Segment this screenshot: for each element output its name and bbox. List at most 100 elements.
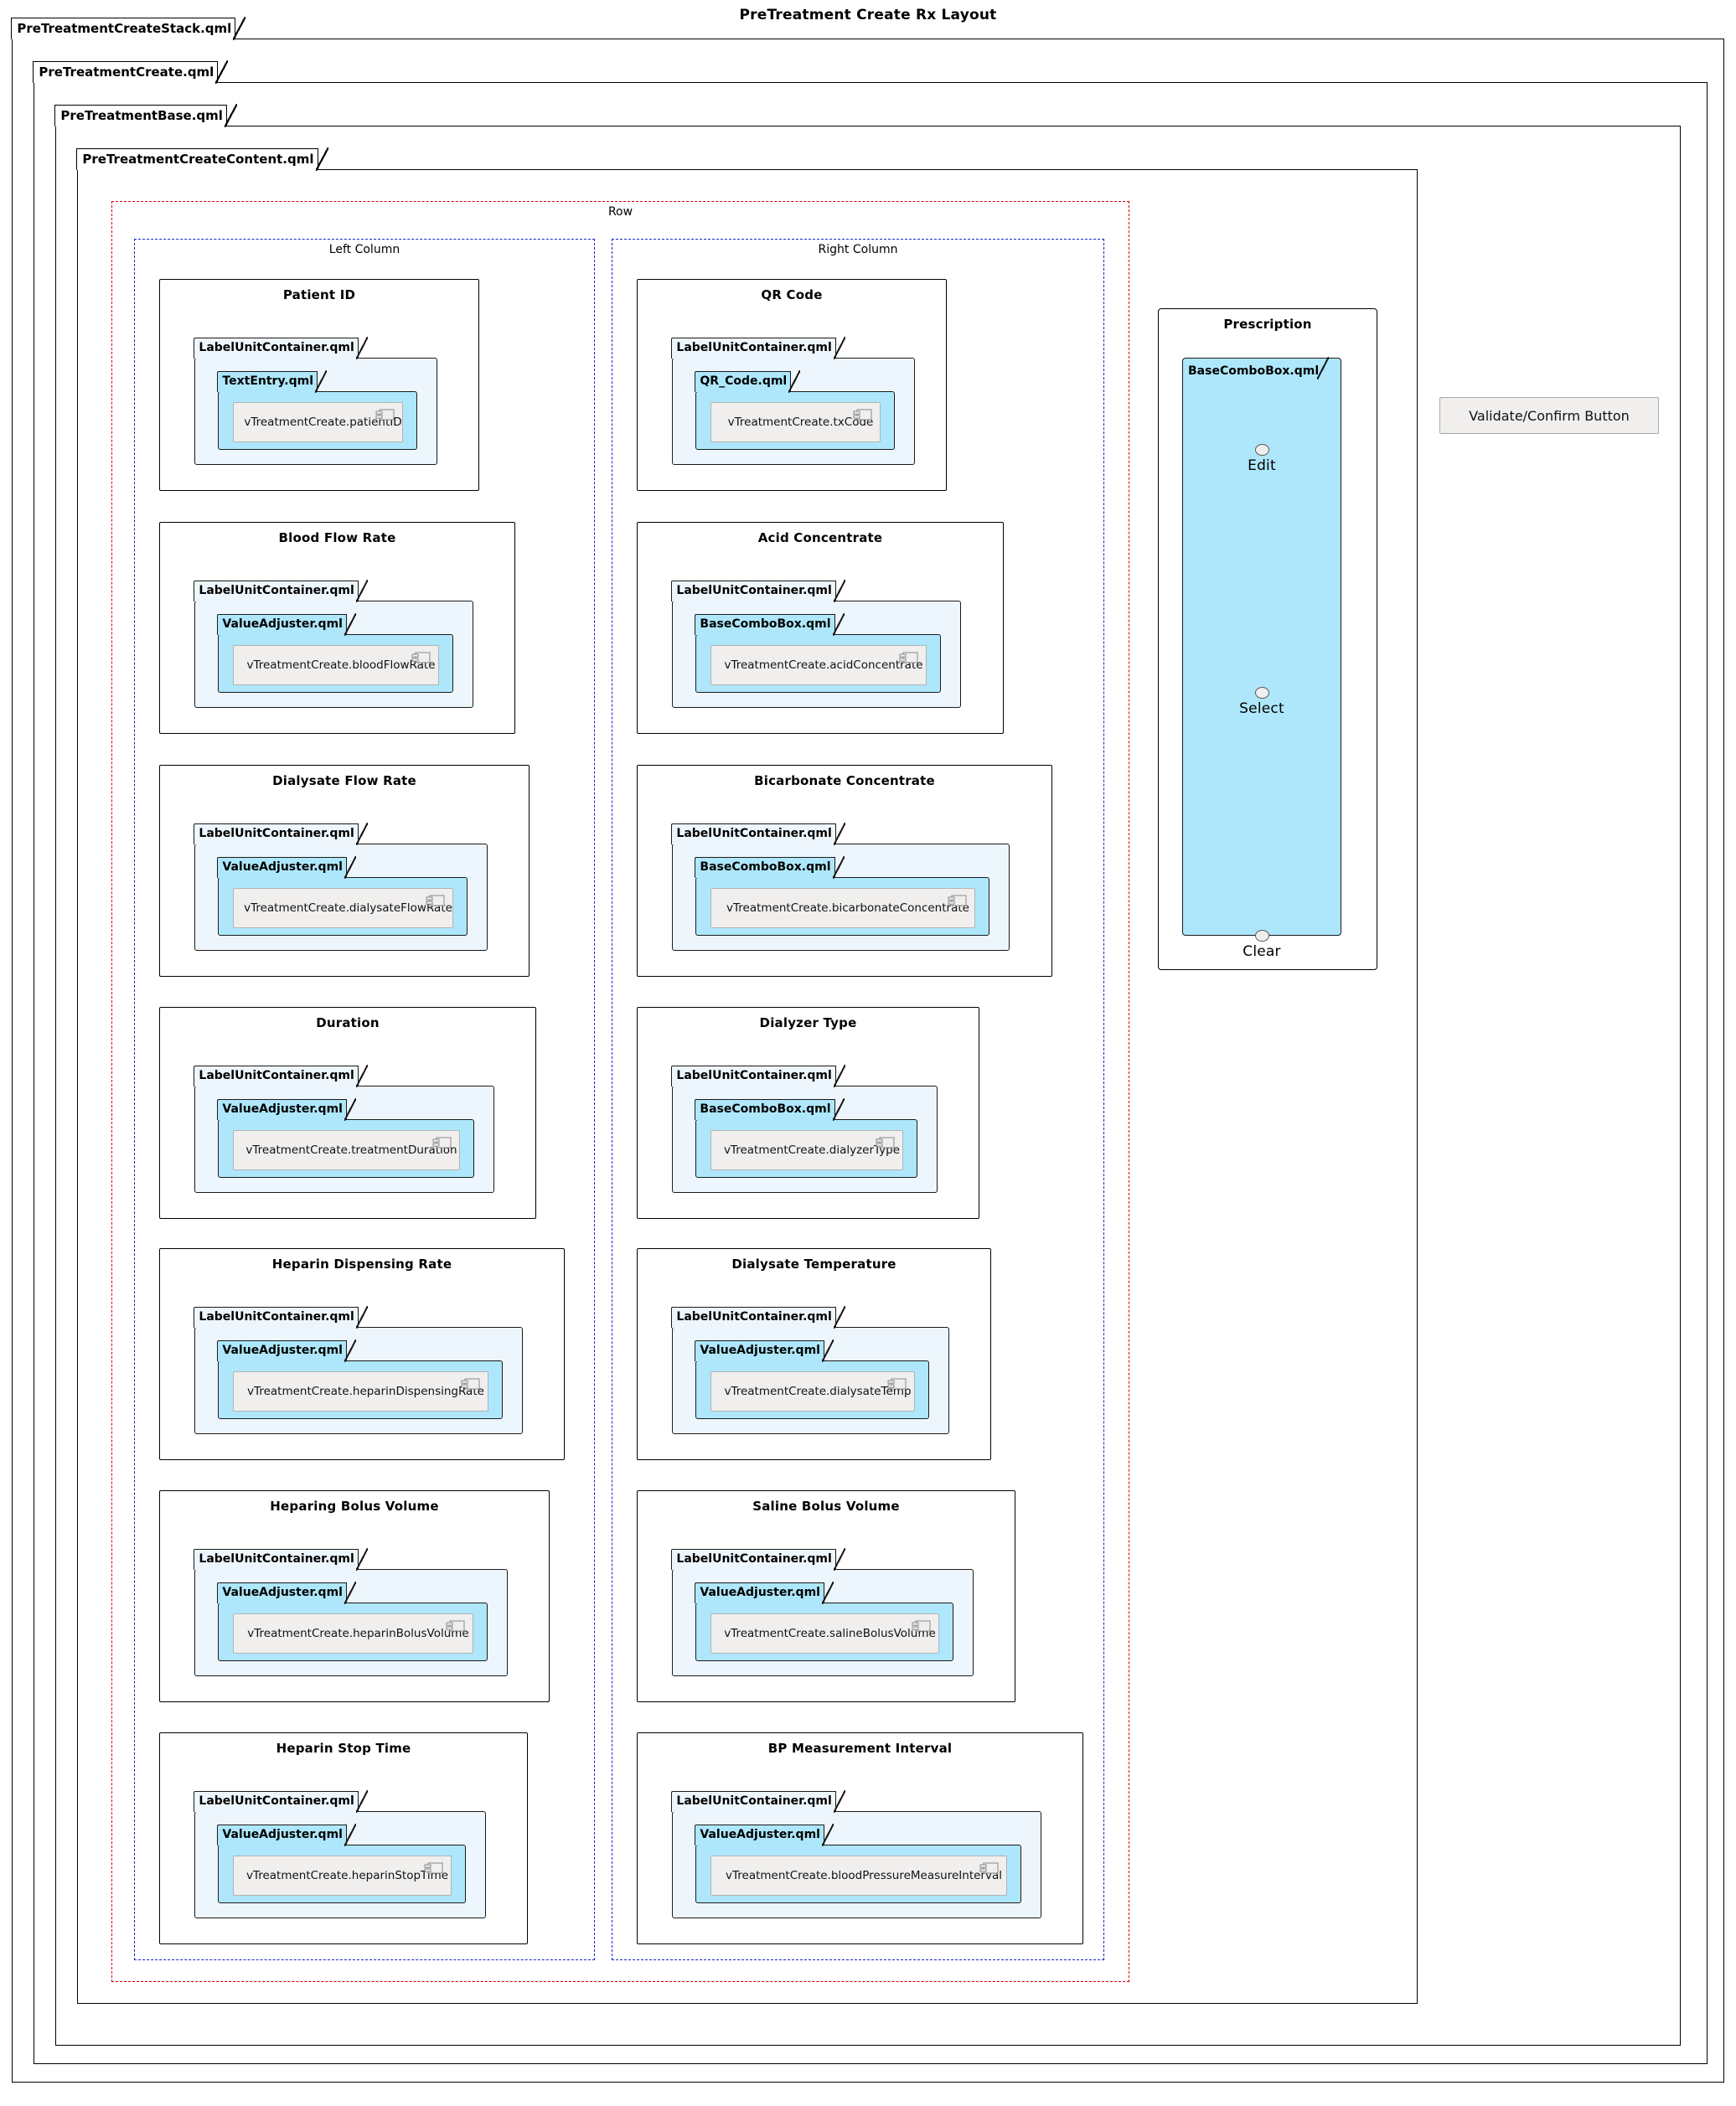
package-label: ValueAdjuster.qml [217, 1339, 356, 1362]
component-dialysate-temp[interactable]: vTreatmentCreate.dialysateTemp [710, 1371, 915, 1412]
component-bicarbonate-concentrate[interactable]: vTreatmentCreate.bicarbonateConcentrate [710, 888, 975, 928]
package-label: LabelUnitContainer.qml [671, 1548, 846, 1571]
package-label: ValueAdjuster.qml [695, 1824, 834, 1846]
frame-label-pretreatmentcreatestack: PreTreatmentCreateStack.qml [11, 17, 246, 40]
package-valueadjuster[interactable]: ValueAdjuster.qml vTreatmentCreate.salin… [695, 1582, 953, 1661]
package-labelunitcontainer[interactable]: LabelUnitContainer.qml BaseComboBox.qml … [671, 1065, 938, 1193]
package-label: BaseComboBox.qml [695, 1098, 845, 1121]
uml-component-icon [424, 1862, 443, 1874]
package-valueadjuster[interactable]: ValueAdjuster.qml vTreatmentCreate.treat… [217, 1098, 474, 1178]
group-row: Row [111, 201, 1129, 1982]
uml-component-icon [948, 895, 967, 906]
package-label: BaseComboBox.qml [1188, 357, 1330, 384]
component-acid-concentrate[interactable]: vTreatmentCreate.acidConcentrate [710, 645, 927, 685]
combo-item-label: Select [1239, 700, 1284, 717]
package-labelunitcontainer[interactable]: LabelUnitContainer.qml ValueAdjuster.qml… [194, 580, 473, 708]
package-basecombobox-prescription[interactable]: BaseComboBox.qml Edit Select Clear [1182, 357, 1341, 960]
validate-confirm-button[interactable]: Validate/Confirm Button [1439, 397, 1659, 434]
package-label: LabelUnitContainer.qml [671, 337, 846, 359]
component-label: vTreatmentCreate.dialyzerType [723, 1143, 901, 1157]
package-labelunitcontainer[interactable]: LabelUnitContainer.qml ValueAdjuster.qml… [194, 1790, 486, 1918]
component-duration[interactable]: vTreatmentCreate.treatmentDuration [233, 1130, 460, 1170]
package-labelunitcontainer[interactable]: LabelUnitContainer.qml BaseComboBox.qml … [671, 823, 1010, 951]
package-labelunitcontainer[interactable]: LabelUnitContainer.qml TextEntry.qml vTr… [194, 337, 437, 465]
package-valueadjuster[interactable]: ValueAdjuster.qml vTreatmentCreate.dialy… [695, 1339, 929, 1419]
package-label: LabelUnitContainer.qml [194, 337, 369, 359]
package-valueadjuster[interactable]: ValueAdjuster.qml vTreatmentCreate.blood… [217, 613, 453, 693]
component-dialysate-flow-rate[interactable]: vTreatmentCreate.dialysateFlowRate [233, 888, 453, 928]
component-blood-flow-rate[interactable]: vTreatmentCreate.bloodFlowRate [233, 645, 439, 685]
card-acid-concentrate[interactable]: Acid Concentrate LabelUnitContainer.qml … [637, 522, 1004, 734]
combo-item-edit[interactable]: Edit [1183, 444, 1341, 474]
card-title: Acid Concentrate [757, 530, 883, 545]
card-blood-flow-rate[interactable]: Blood Flow Rate LabelUnitContainer.qml V… [159, 522, 515, 734]
package-labelunitcontainer[interactable]: LabelUnitContainer.qml ValueAdjuster.qml… [194, 823, 488, 951]
card-qr-code[interactable]: QR Code LabelUnitContainer.qml QR_Code.q… [637, 279, 947, 491]
component-dialyzer-type[interactable]: vTreatmentCreate.dialyzerType [710, 1130, 903, 1170]
package-label: ValueAdjuster.qml [217, 856, 356, 879]
card-heparin-bolus-volume[interactable]: Heparing Bolus Volume LabelUnitContainer… [159, 1490, 550, 1702]
card-dialyzer-type[interactable]: Dialyzer Type LabelUnitContainer.qml Bas… [637, 1007, 979, 1219]
package-valueadjuster[interactable]: ValueAdjuster.qml vTreatmentCreate.blood… [695, 1824, 1021, 1903]
card-heparin-stop-time[interactable]: Heparin Stop Time LabelUnitContainer.qml… [159, 1732, 528, 1944]
package-labelunitcontainer[interactable]: LabelUnitContainer.qml QR_Code.qml vTrea… [671, 337, 915, 465]
card-saline-bolus-volume[interactable]: Saline Bolus Volume LabelUnitContainer.q… [637, 1490, 1015, 1702]
card-prescription[interactable]: Prescription BaseComboBox.qml Edit Selec… [1158, 308, 1377, 970]
component-heparin-dispensing-rate[interactable]: vTreatmentCreate.heparinDispensingRate [233, 1371, 488, 1412]
package-label: TextEntry.qml [217, 370, 327, 393]
component-heparin-stop-time[interactable]: vTreatmentCreate.heparinStopTime [233, 1856, 452, 1896]
package-valueadjuster[interactable]: ValueAdjuster.qml vTreatmentCreate.dialy… [217, 856, 468, 936]
card-patient-id[interactable]: Patient ID LabelUnitContainer.qml TextEn… [159, 279, 479, 491]
component-bp-measure-interval[interactable]: vTreatmentCreate.bloodPressureMeasureInt… [710, 1856, 1007, 1896]
package-basecombobox[interactable]: BaseComboBox.qml vTreatmentCreate.acidCo… [695, 613, 941, 693]
card-dialysate-temperature[interactable]: Dialysate Temperature LabelUnitContainer… [637, 1248, 991, 1460]
package-labelunitcontainer[interactable]: LabelUnitContainer.qml ValueAdjuster.qml… [671, 1306, 949, 1434]
component-label: vTreatmentCreate.heparinDispensingRate [247, 1385, 484, 1398]
combo-item-clear[interactable]: Clear [1183, 930, 1341, 960]
package-qr-code[interactable]: QR_Code.qml vTreatmentCreate.txCode [695, 370, 895, 450]
card-title: QR Code [761, 287, 823, 302]
frame-pretreatmentbase: PreTreatmentBase.qml [54, 104, 1681, 2046]
component-patient-id[interactable]: vTreatmentCreate.patientID [233, 402, 403, 442]
component-saline-bolus-volume[interactable]: vTreatmentCreate.salineBolusVolume [710, 1613, 939, 1654]
frame-label-pretreatmentcreate: PreTreatmentCreate.qml [33, 60, 229, 84]
combo-item-select[interactable]: Select [1183, 687, 1341, 717]
package-valueadjuster[interactable]: ValueAdjuster.qml vTreatmentCreate.hepar… [217, 1582, 488, 1661]
uml-component-icon [375, 409, 395, 421]
frame-label-pretreatmentcreatecontent: PreTreatmentCreateContent.qml [76, 147, 328, 171]
card-title: Saline Bolus Volume [752, 1499, 900, 1514]
card-bicarbonate-concentrate[interactable]: Bicarbonate Concentrate LabelUnitContain… [637, 765, 1052, 977]
package-labelunitcontainer[interactable]: LabelUnitContainer.qml BaseComboBox.qml … [671, 580, 961, 708]
package-label: ValueAdjuster.qml [217, 613, 356, 636]
card-title: Blood Flow Rate [278, 530, 396, 545]
package-labelunitcontainer[interactable]: LabelUnitContainer.qml ValueAdjuster.qml… [671, 1548, 974, 1676]
component-label: vTreatmentCreate.bloodPressureMeasureInt… [726, 1869, 1002, 1882]
component-heparin-bolus-volume[interactable]: vTreatmentCreate.heparinBolusVolume [233, 1613, 473, 1654]
package-label: ValueAdjuster.qml [695, 1582, 834, 1604]
card-duration[interactable]: Duration LabelUnitContainer.qml ValueAdj… [159, 1007, 536, 1219]
package-label: ValueAdjuster.qml [217, 1824, 356, 1846]
package-labelunitcontainer[interactable]: LabelUnitContainer.qml ValueAdjuster.qml… [194, 1548, 508, 1676]
package-basecombobox[interactable]: BaseComboBox.qml vTreatmentCreate.dialyz… [695, 1098, 917, 1178]
component-label: vTreatmentCreate.dialysateTemp [724, 1385, 912, 1398]
card-bp-measurement-interval[interactable]: BP Measurement Interval LabelUnitContain… [637, 1732, 1083, 1944]
package-valueadjuster[interactable]: ValueAdjuster.qml vTreatmentCreate.hepar… [217, 1824, 466, 1903]
component-tx-code[interactable]: vTreatmentCreate.txCode [710, 402, 881, 442]
package-labelunitcontainer[interactable]: LabelUnitContainer.qml ValueAdjuster.qml… [194, 1065, 494, 1193]
package-labelunitcontainer[interactable]: LabelUnitContainer.qml ValueAdjuster.qml… [671, 1790, 1041, 1918]
package-textentry[interactable]: TextEntry.qml vTreatmentCreate.patientID [217, 370, 417, 450]
card-heparin-dispensing-rate[interactable]: Heparin Dispensing Rate LabelUnitContain… [159, 1248, 565, 1460]
card-dialysate-flow-rate[interactable]: Dialysate Flow Rate LabelUnitContainer.q… [159, 765, 530, 977]
package-label: LabelUnitContainer.qml [194, 1548, 369, 1571]
uml-component-icon [411, 652, 431, 663]
uml-component-icon [432, 1137, 452, 1148]
package-basecombobox[interactable]: BaseComboBox.qml vTreatmentCreate.bicarb… [695, 856, 989, 936]
component-label: vTreatmentCreate.bloodFlowRate [246, 658, 436, 672]
group-right-column: Right Column [612, 239, 1104, 1960]
card-title: Duration [316, 1015, 380, 1030]
package-valueadjuster[interactable]: ValueAdjuster.qml vTreatmentCreate.hepar… [217, 1339, 503, 1419]
component-label: vTreatmentCreate.dialysateFlowRate [244, 901, 452, 915]
group-row-label: Row [607, 205, 633, 219]
package-label: LabelUnitContainer.qml [194, 1306, 369, 1329]
package-labelunitcontainer[interactable]: LabelUnitContainer.qml ValueAdjuster.qml… [194, 1306, 523, 1434]
